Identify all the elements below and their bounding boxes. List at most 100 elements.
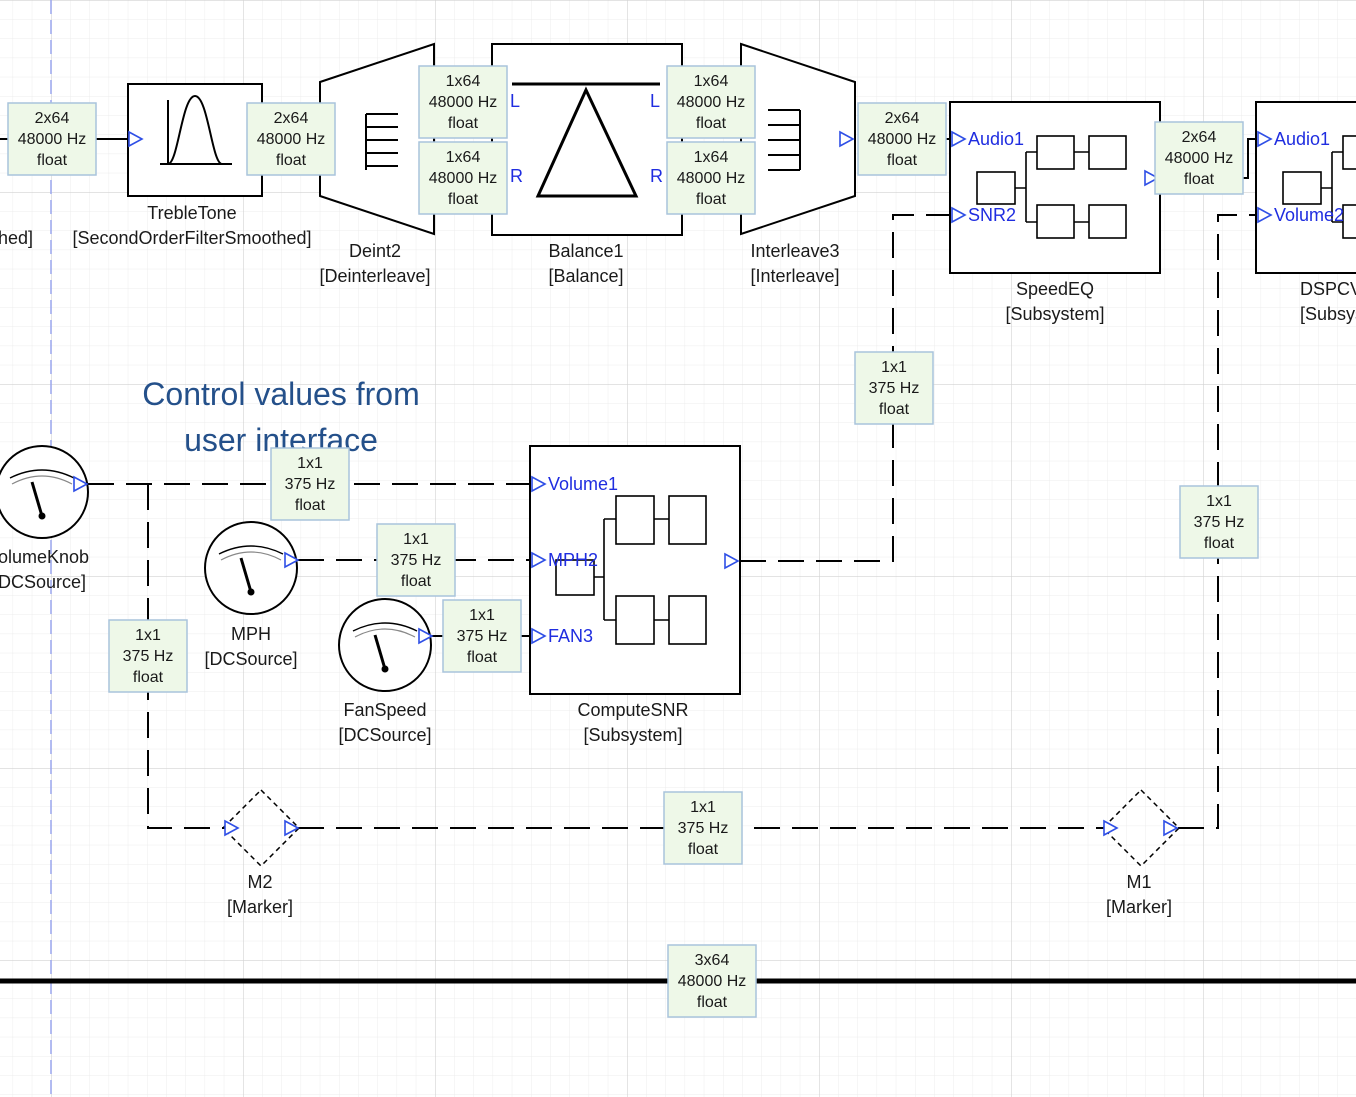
svg-text:float: float	[688, 841, 719, 858]
svg-text:48000 Hz: 48000 Hz	[18, 131, 87, 148]
computesnr-name: ComputeSNR	[577, 700, 688, 720]
svg-text:float: float	[37, 152, 68, 169]
input-pin-triangle	[1257, 206, 1273, 224]
input-pin-triangle	[224, 819, 240, 837]
dspcv-name: DSPCV	[1300, 279, 1356, 299]
m2-type: [Marker]	[227, 897, 293, 917]
volumeknob-name: olumeKnob	[0, 547, 89, 567]
balance1-type: [Balance]	[548, 266, 623, 286]
fanspeed-block[interactable]: FanSpeed [DCSource]	[338, 598, 434, 745]
annotation-line-1: Control values from	[142, 376, 419, 412]
balance-pin-l-out: L	[650, 91, 660, 111]
svg-text:float: float	[696, 191, 727, 208]
svg-text:1x1: 1x1	[469, 607, 495, 624]
trebletone-name: TrebleTone	[147, 203, 236, 223]
svg-text:2x64: 2x64	[274, 110, 309, 127]
svg-text:2x64: 2x64	[35, 110, 70, 127]
speedeq-pin-snr2: SNR2	[968, 205, 1016, 225]
computesnr-type: [Subsystem]	[583, 725, 682, 745]
wire-label-fan: 1x1 375 Hz float	[442, 599, 522, 673]
svg-text:1x1: 1x1	[403, 531, 429, 548]
svg-text:48000 Hz: 48000 Hz	[677, 94, 746, 111]
svg-text:float: float	[276, 152, 307, 169]
svg-text:2x64: 2x64	[885, 110, 920, 127]
wire-label-volume: 1x1 375 Hz float	[270, 447, 350, 521]
gauge-needle-icon	[373, 634, 387, 670]
wire-label-balance-r: 1x64 48000 Hz float	[666, 141, 756, 215]
output-pin-triangle	[73, 475, 89, 493]
computesnr-pin-volume1: Volume1	[548, 474, 618, 494]
computesnr-block[interactable]: Volume1 MPH2 FAN3 ComputeSNR [Subsystem]	[529, 445, 741, 745]
volumeknob-block[interactable]: olumeKnob DCSource]	[0, 445, 89, 592]
svg-text:2x64: 2x64	[1182, 129, 1217, 146]
wire-label-bus: 3x64 48000 Hz float	[667, 944, 757, 1018]
svg-text:375 Hz: 375 Hz	[285, 476, 336, 493]
svg-text:1x64: 1x64	[694, 73, 729, 90]
speedeq-type: [Subsystem]	[1005, 304, 1104, 324]
trebletone-type: [SecondOrderFilterSmoothed]	[72, 228, 311, 248]
speedeq-block[interactable]: Audio1 SNR2 SpeedEQ [Subsystem]	[949, 101, 1161, 324]
svg-text:48000 Hz: 48000 Hz	[257, 131, 326, 148]
m2-marker-block[interactable]: M2 [Marker]	[221, 788, 301, 917]
trebletone-block[interactable]: TrebleTone [SecondOrderFilterSmoothed]	[72, 83, 312, 248]
svg-text:48000 Hz: 48000 Hz	[429, 170, 498, 187]
output-pin-triangle	[724, 552, 740, 570]
interleave3-block[interactable]: Interleave3 [Interleave]	[740, 42, 856, 286]
svg-text:375 Hz: 375 Hz	[457, 628, 508, 645]
svg-text:float: float	[133, 669, 164, 686]
balance1-name: Balance1	[548, 241, 623, 261]
speedeq-pin-audio1: Audio1	[968, 129, 1024, 149]
input-pin-triangle	[1103, 819, 1119, 837]
gauge-needle-icon	[30, 481, 44, 517]
wire-label-treble-out: 2x64 48000 Hz float	[246, 102, 336, 176]
svg-text:3x64: 3x64	[695, 952, 730, 969]
output-pin-triangle	[418, 627, 434, 645]
subsystem-icon	[976, 135, 1127, 239]
mph-block[interactable]: MPH [DCSource]	[204, 521, 300, 669]
svg-text:48000 Hz: 48000 Hz	[678, 973, 747, 990]
dspcv-pin-volume2: Volume2	[1274, 205, 1344, 225]
svg-text:float: float	[467, 649, 498, 666]
svg-text:1x64: 1x64	[446, 73, 481, 90]
svg-text:48000 Hz: 48000 Hz	[868, 131, 937, 148]
m1-name: M1	[1126, 872, 1151, 892]
wire-label-left-in: 2x64 48000 Hz float	[7, 102, 97, 176]
deint2-block[interactable]: Deint2 [Deinterleave]	[319, 42, 435, 286]
svg-text:48000 Hz: 48000 Hz	[677, 170, 746, 187]
svg-text:1x1: 1x1	[297, 455, 323, 472]
svg-text:48000 Hz: 48000 Hz	[1165, 150, 1234, 167]
filter-icon	[160, 94, 232, 165]
svg-text:1x1: 1x1	[881, 359, 907, 376]
deinterleave-icon	[365, 113, 398, 170]
svg-text:375 Hz: 375 Hz	[391, 552, 442, 569]
output-pin-triangle	[284, 551, 300, 569]
computesnr-pin-mph2: MPH2	[548, 550, 598, 570]
mph-name: MPH	[231, 624, 271, 644]
wire-label-speedeq-out: 2x64 48000 Hz float	[1154, 121, 1244, 195]
input-pin-triangle	[951, 130, 967, 148]
wire-label-interleave-out: 2x64 48000 Hz float	[857, 102, 947, 176]
wire-label-mph: 1x1 375 Hz float	[376, 523, 456, 597]
balance1-block[interactable]: L R L R Balance1 [Balance]	[491, 43, 683, 286]
volumeknob-type: DCSource]	[0, 572, 86, 592]
speedeq-name: SpeedEQ	[1016, 279, 1094, 299]
wire-label-volume-control: 1x1 375 Hz float	[1179, 485, 1259, 559]
svg-text:float: float	[887, 152, 918, 169]
fanspeed-name: FanSpeed	[343, 700, 426, 720]
svg-text:375 Hz: 375 Hz	[869, 380, 920, 397]
computesnr-pin-fan3: FAN3	[548, 626, 593, 646]
svg-text:float: float	[1184, 171, 1215, 188]
svg-text:float: float	[448, 115, 479, 132]
svg-text:float: float	[1204, 535, 1235, 552]
left-block-type: hed]	[0, 228, 33, 248]
svg-text:1x1: 1x1	[1206, 493, 1232, 510]
dspcv-block[interactable]: Audio1 Volume2 DSPCV [Subsystem]	[1255, 101, 1356, 324]
subsystem-icon	[555, 495, 707, 645]
balance-pin-r-in: R	[510, 166, 523, 186]
interleave3-name: Interleave3	[750, 241, 839, 261]
output-pin-triangle	[284, 819, 300, 837]
interleave3-type: [Interleave]	[750, 266, 839, 286]
m1-marker-block[interactable]: M1 [Marker]	[1101, 788, 1181, 917]
subsystem-icon	[1282, 135, 1356, 239]
